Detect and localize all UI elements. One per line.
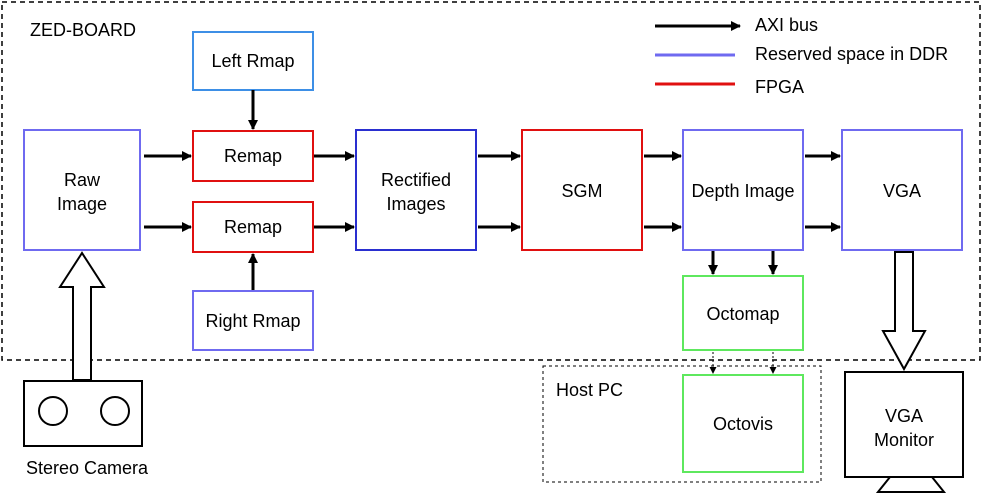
host-pc-label: Host PC — [556, 380, 623, 400]
host-pc-region — [542, 365, 822, 483]
vga-monitor-label-line1: VGA — [885, 406, 923, 426]
sgm-label: SGM — [561, 181, 602, 201]
stereo-camera-label: Stereo Camera — [26, 458, 149, 478]
legend-ddr-label: Reserved space in DDR — [755, 44, 948, 64]
octomap-label: Octomap — [706, 304, 779, 324]
remap-top-label: Remap — [224, 146, 282, 166]
stereo-camera: Stereo Camera — [23, 380, 149, 478]
octovis-block: Octovis — [682, 374, 804, 473]
right-rmap-label: Right Rmap — [205, 311, 300, 331]
camera-to-raw-arrow — [58, 251, 106, 381]
legend: AXI bus Reserved space in DDR FPGA — [655, 15, 948, 97]
raw-image-label-line1: Raw — [64, 170, 101, 190]
remap-bottom-block: Remap — [192, 201, 314, 253]
octovis-label: Octovis — [713, 414, 773, 434]
depth-image-block: Depth Image — [682, 129, 804, 251]
rectified-label-line1: Rectified — [381, 170, 451, 190]
vga-to-monitor-arrow — [881, 251, 927, 372]
depth-image-label: Depth Image — [691, 181, 794, 201]
monitor-stand — [875, 476, 947, 493]
rectified-images-block: Rectified Images — [355, 129, 477, 251]
camera-lens-right — [100, 396, 130, 426]
rectified-label-line2: Images — [386, 194, 445, 214]
raw-image-block: Raw Image — [23, 129, 141, 251]
camera-lens-left — [38, 396, 68, 426]
zed-board-region — [1, 1, 981, 361]
right-rmap-block: Right Rmap — [192, 290, 314, 351]
raw-image-label-line2: Image — [57, 194, 107, 214]
vga-monitor-block: VGA Monitor — [844, 371, 964, 493]
remap-top-block: Remap — [192, 130, 314, 182]
left-rmap-label: Left Rmap — [211, 51, 294, 71]
octomap-block: Octomap — [682, 275, 804, 351]
sgm-block: SGM — [521, 129, 643, 251]
vga-monitor-label-line2: Monitor — [874, 430, 934, 450]
vga-block: VGA — [841, 129, 963, 251]
legend-fpga-label: FPGA — [755, 77, 804, 97]
zed-board-label: ZED-BOARD — [30, 20, 136, 40]
axi-bus-arrows — [144, 90, 841, 374]
legend-axi-label: AXI bus — [755, 15, 818, 35]
remap-bottom-label: Remap — [224, 217, 282, 237]
left-rmap-block: Left Rmap — [192, 31, 314, 91]
vga-label: VGA — [883, 181, 921, 201]
